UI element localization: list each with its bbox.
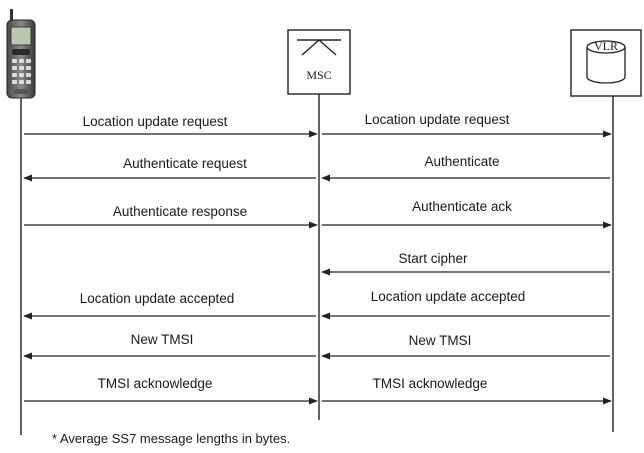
message-label: New TMSI — [131, 332, 194, 347]
message: TMSI acknowledge — [24, 376, 318, 405]
msc-box: MSC — [287, 29, 351, 95]
msc-label: MSC — [306, 68, 331, 82]
message-label: Start cipher — [398, 251, 468, 266]
message: Authenticate — [321, 154, 610, 182]
message: Authenticate response — [24, 204, 318, 229]
message-label: Location update request — [83, 114, 228, 129]
message-label: Authenticate response — [113, 204, 247, 219]
message: Location update accepted — [321, 289, 610, 320]
message: Location update request — [322, 112, 612, 138]
message: Authenticate ack — [322, 199, 612, 229]
message: Location update request — [24, 114, 318, 138]
message-label: Location update request — [365, 112, 510, 127]
vlr-box: VLR — [570, 29, 642, 97]
message: Authenticate request — [23, 156, 316, 182]
message: New TMSI — [23, 332, 316, 360]
message: Start cipher — [321, 251, 610, 276]
message-label: New TMSI — [409, 333, 472, 348]
message-label: Authenticate — [424, 154, 499, 169]
vlr-label: VLR — [594, 39, 618, 53]
message-label: Authenticate request — [123, 156, 247, 171]
mobile-phone-icon — [6, 9, 36, 99]
message: Location update accepted — [23, 291, 316, 320]
message-label: Authenticate ack — [412, 199, 512, 214]
database-cylinder-icon — [586, 40, 626, 84]
message: TMSI acknowledge — [322, 376, 612, 405]
message-label: Location update accepted — [371, 289, 526, 304]
footnote: * Average SS7 message lengths in bytes. — [52, 431, 291, 446]
message-label: Location update accepted — [80, 291, 235, 306]
message: New TMSI — [321, 333, 610, 360]
msc-switch-icon — [297, 39, 341, 56]
message-label: TMSI acknowledge — [373, 376, 488, 391]
message-label: TMSI acknowledge — [98, 376, 213, 391]
